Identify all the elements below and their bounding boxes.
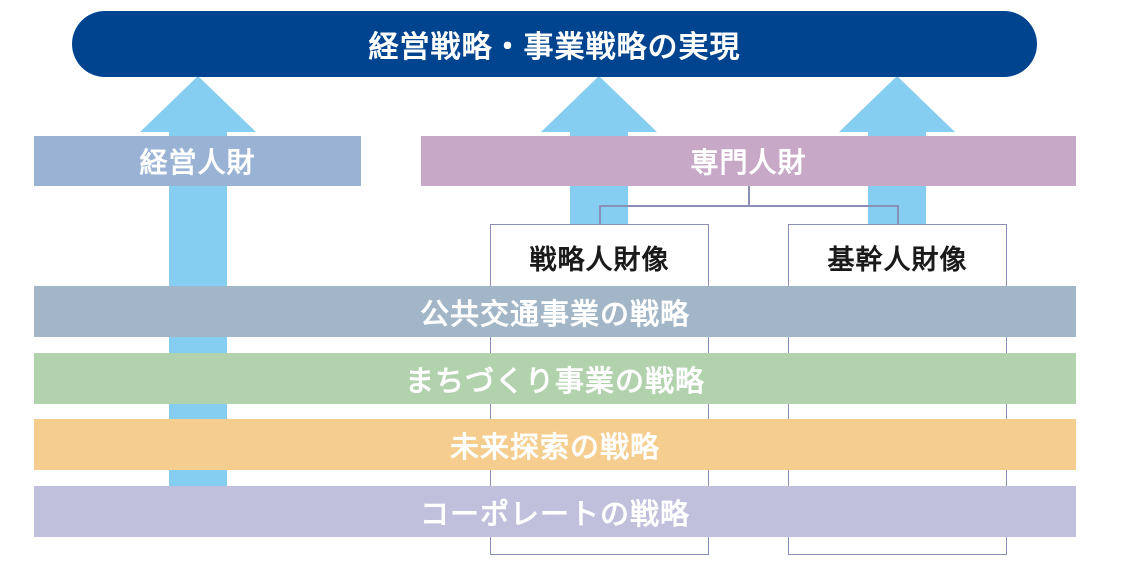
management-talent-bar: 経営人財 [34,136,361,186]
connector-right-drop [897,205,899,224]
specialist-talent-label: 専門人財 [690,146,807,179]
strategy-band-urban-development: まちづくり事業の戦略 [34,353,1076,404]
strategic-talent-label: 戦略人財像 [529,244,670,276]
strategy-band-public-transport: 公共交通事業の戦略 [34,286,1076,337]
connector-stem [748,186,750,206]
connector-left-drop [599,205,601,224]
strategy-label-corporate: コーポレートの戦略 [419,496,690,531]
goal-label: 経営戦略・事業戦略の実現 [368,30,741,65]
strategy-band-corporate: コーポレートの戦略 [34,486,1076,537]
arrow-head-core [839,76,955,132]
strategy-label-future-exploration: 未来探索の戦略 [449,429,660,464]
goal-banner: 経営戦略・事業戦略の実現 [72,11,1037,77]
strategy-label-urban-development: まちづくり事業の戦略 [404,363,705,398]
management-talent-label: 経営人財 [139,146,256,179]
specialist-talent-bar: 専門人財 [421,136,1076,186]
strategy-band-future-exploration: 未来探索の戦略 [34,419,1076,470]
arrow-head-management [140,76,256,132]
arrow-head-strategic [541,76,657,132]
core-talent-label: 基幹人財像 [827,244,968,276]
connector-horizontal [599,205,899,207]
strategy-label-public-transport: 公共交通事業の戦略 [419,296,690,331]
